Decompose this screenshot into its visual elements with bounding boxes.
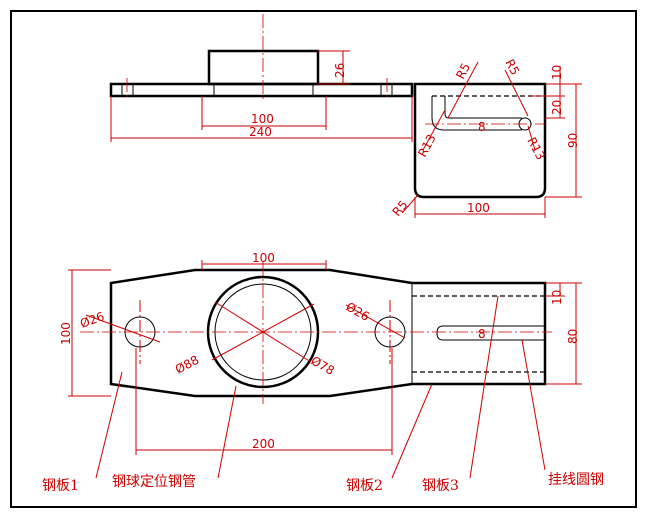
dim-dia26-left: Ø26	[78, 309, 106, 331]
part-labels: 钢板1 钢球定位钢管 钢板2 钢板3 挂线圆钢	[42, 295, 604, 494]
dim-90-side: 90	[566, 133, 580, 148]
dim-10-side: 10	[550, 65, 564, 80]
dim-dia8-plan: 8	[478, 327, 486, 341]
dim-dia26-right: Ø26	[344, 299, 372, 323]
label-ball-tube: 钢球定位钢管	[112, 474, 196, 490]
dim-r5-corner: R5	[390, 198, 411, 219]
dim-200: 200	[252, 437, 275, 451]
dim-r5-a: R5	[453, 61, 473, 82]
dim-r5-b: R5	[502, 57, 522, 78]
dim-80-plan: 80	[566, 329, 580, 344]
dim-100-side: 100	[467, 201, 490, 215]
dim-100-top: 100	[251, 112, 274, 126]
side-view: R5 R5 R13 R13 8 10 20 90 100 R5	[390, 57, 582, 219]
plan-view: Ø26 Ø26 Ø88 Ø78 8 100 100 10 80 200	[59, 251, 582, 455]
dim-240: 240	[249, 125, 272, 139]
dim-10-plan: 10	[550, 290, 564, 305]
label-hang-rod: 挂线圆钢	[548, 472, 604, 488]
dim-100-plan-top: 100	[252, 251, 275, 265]
dim-r13-a: R13	[415, 132, 438, 159]
label-plate2: 钢板2	[346, 478, 383, 494]
label-plate3: 钢板3	[422, 478, 459, 494]
dim-dia88: Ø88	[173, 353, 201, 377]
dim-dia78: Ø78	[309, 353, 337, 377]
label-plate1: 钢板1	[42, 478, 79, 494]
dim-100-plan-left: 100	[59, 322, 73, 345]
dim-20-side: 20	[550, 100, 564, 115]
dim-dia8-side: 8	[478, 120, 486, 134]
border-frame	[10, 10, 637, 508]
front-elevation: 26 100 240	[109, 14, 414, 142]
dim-26: 26	[333, 63, 347, 78]
